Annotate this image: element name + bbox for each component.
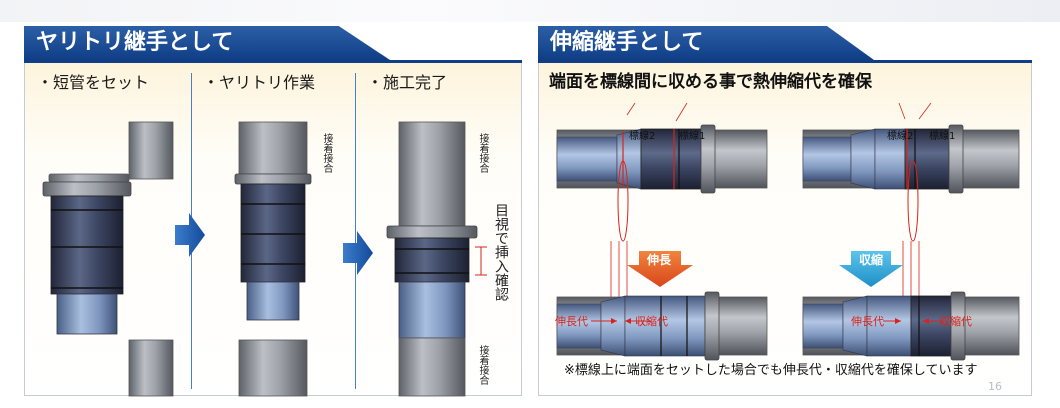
yaritori-illustration <box>42 121 487 397</box>
column2-joint <box>234 173 312 321</box>
mark-line-1-label-right: 標線1 <box>929 131 956 142</box>
page-number: 16 <box>988 380 1002 393</box>
column-divider-2 <box>355 73 356 389</box>
column2-pipe-bottom <box>238 339 308 397</box>
column3-assembly <box>386 121 478 397</box>
mark-line-2-label-right: 標線2 <box>887 131 914 142</box>
joint-top-left <box>556 102 768 242</box>
left-panel-body: ・短管をセット ・ヤリトリ作業 ・施工完了 <box>24 63 522 397</box>
column1-short-pipe-bottom <box>128 339 174 397</box>
right-header-rule <box>538 60 1032 63</box>
left-panel-title: ヤリトリ継手として <box>24 26 390 60</box>
footnote: ※標線上に端面をセットした場合でも伸長代・収縮代を確保しています <box>564 363 978 378</box>
arrow-step-1 <box>175 213 205 257</box>
glue-label-column2: 接着接合 <box>321 133 332 173</box>
step-label-yaritori-work: ・ヤリトリ作業 <box>203 73 316 92</box>
arrow-contract <box>839 251 903 287</box>
insertion-check-bracket <box>475 246 487 276</box>
column1-short-pipe-top <box>128 121 174 180</box>
joint-bottom-left <box>556 291 768 361</box>
step-label-set-short-pipe: ・短管をセット <box>37 73 150 92</box>
right-panel-subtitle: 端面を標線間に収める事で熱伸縮代を確保 <box>549 72 872 92</box>
right-panel-title: 伸縮継手として <box>538 26 874 60</box>
arrow-contract-label: 収縮 <box>859 253 884 267</box>
glue-label-column3-bottom: 接着接合 <box>477 345 488 385</box>
contraction-margin-label-left: 収縮代 <box>635 315 668 328</box>
expansion-illustration <box>556 102 1020 361</box>
column2-pipe-top <box>238 121 308 175</box>
mark-line-1-label-left: 標線1 <box>679 131 706 142</box>
arrow-expand <box>627 251 693 287</box>
joint-bottom-right <box>802 291 1020 361</box>
mark-line-2-label-left: 標線2 <box>629 131 656 142</box>
arrow-expand-label: 伸長 <box>647 253 672 267</box>
right-panel: 伸縮継手として 端面を標線間に収める事で熱伸縮代を確保 <box>538 26 1032 396</box>
column1-joint <box>42 173 132 335</box>
right-panel-body: 端面を標線間に収める事で熱伸縮代を確保 <box>538 63 1032 396</box>
contraction-margin-label-right: 収縮代 <box>939 315 972 328</box>
visual-check-label: 目視で挿入確認 <box>493 203 509 301</box>
joint-top-right <box>802 102 1020 242</box>
step-label-complete: ・施工完了 <box>367 73 448 92</box>
expansion-margin-label-left: 伸長代 <box>555 315 588 328</box>
left-panel: ヤリトリ継手として ・短管をセット ・ヤリトリ作業 ・施工完了 <box>24 26 522 397</box>
expansion-margin-label-right: 伸長代 <box>851 315 884 328</box>
top-band <box>0 0 1060 22</box>
arrow-step-2 <box>343 231 373 275</box>
glue-label-column3-top: 接着接合 <box>477 133 488 173</box>
left-header-rule <box>24 60 522 63</box>
